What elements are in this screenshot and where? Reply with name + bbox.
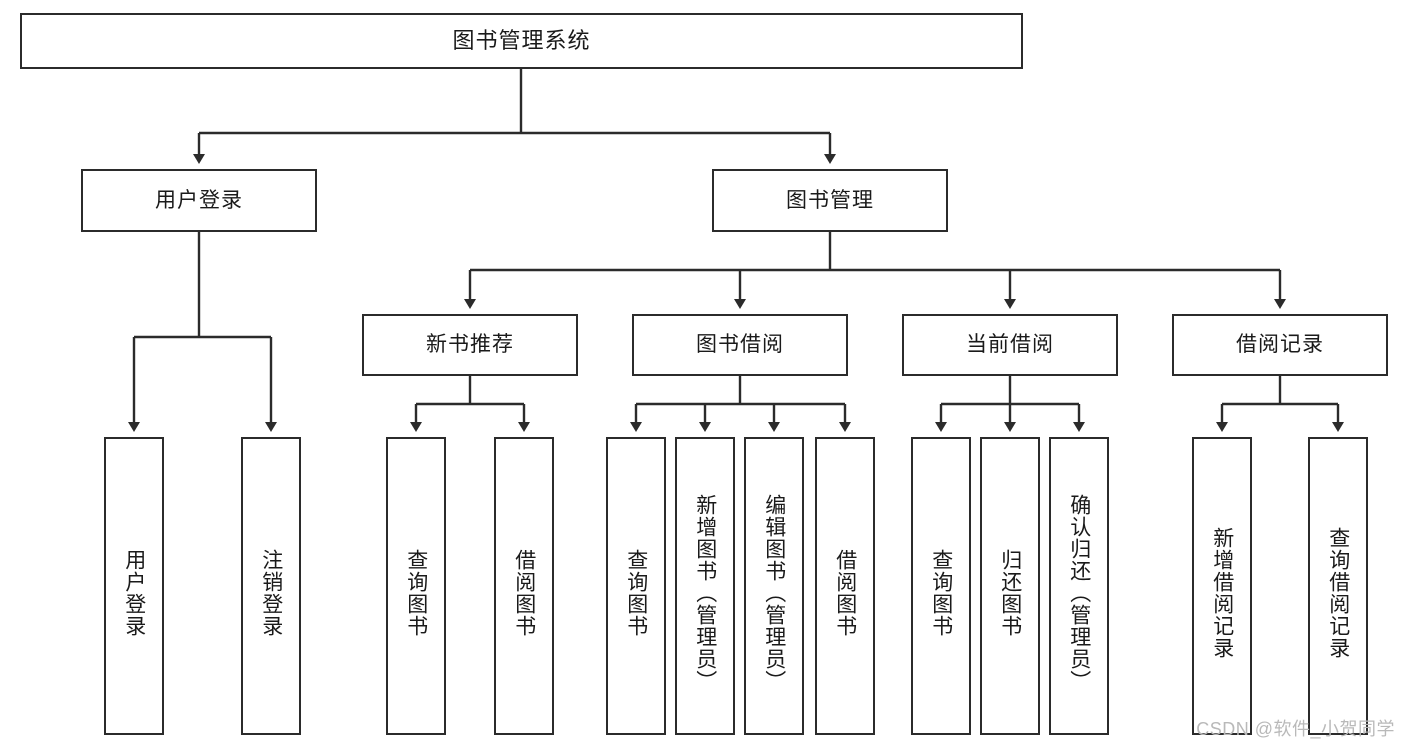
node-leaf-query-book-current[interactable]: 查询图书 (911, 437, 971, 735)
node-label: 用户登录 (155, 188, 243, 212)
node-leaf-borrow-book[interactable]: 借阅图书 (815, 437, 875, 735)
node-label: 查询图书 (404, 549, 428, 637)
node-leaf-borrow-book-recommend[interactable]: 借阅图书 (494, 437, 554, 735)
node-label: 图书管理 (786, 188, 874, 212)
node-label: 借阅图书 (512, 549, 536, 637)
node-label: 当前借阅 (966, 333, 1054, 357)
node-book-management[interactable]: 图书管理 (712, 169, 948, 232)
node-leaf-confirm-return-admin[interactable]: 确认归还（管理员） (1049, 437, 1109, 735)
node-label: 确认归还（管理员） (1067, 494, 1091, 692)
node-leaf-add-book-admin[interactable]: 新增图书（管理员） (675, 437, 735, 735)
node-leaf-logout[interactable]: 注销登录 (241, 437, 301, 735)
node-label: 归还图书 (998, 549, 1022, 637)
node-label: 注销登录 (259, 549, 283, 637)
node-label: 新书推荐 (426, 333, 514, 357)
node-book-borrow[interactable]: 图书借阅 (632, 314, 848, 376)
node-label: 借阅图书 (833, 549, 857, 637)
node-leaf-query-book[interactable]: 查询图书 (606, 437, 666, 735)
node-label: 用户登录 (122, 549, 146, 637)
node-label: 图书借阅 (696, 333, 784, 357)
node-current-borrow[interactable]: 当前借阅 (902, 314, 1118, 376)
node-label: 新增图书（管理员） (693, 494, 717, 692)
node-user-login[interactable]: 用户登录 (81, 169, 317, 232)
node-leaf-edit-book-admin[interactable]: 编辑图书（管理员） (744, 437, 804, 735)
node-leaf-query-book-recommend[interactable]: 查询图书 (386, 437, 446, 735)
node-label: 查询图书 (929, 549, 953, 637)
node-leaf-add-borrow-record[interactable]: 新增借阅记录 (1192, 437, 1252, 735)
node-label: 图书管理系统 (452, 27, 591, 53)
node-root-system[interactable]: 图书管理系统 (20, 13, 1023, 69)
node-label: 编辑图书（管理员） (762, 494, 786, 692)
node-leaf-return-book[interactable]: 归还图书 (980, 437, 1040, 735)
node-label: 借阅记录 (1236, 333, 1324, 357)
node-label: 查询借阅记录 (1326, 527, 1350, 659)
node-leaf-query-borrow-record[interactable]: 查询借阅记录 (1308, 437, 1368, 735)
node-label: 新增借阅记录 (1210, 527, 1234, 659)
node-new-book-recommend[interactable]: 新书推荐 (362, 314, 578, 376)
node-leaf-user-login[interactable]: 用户登录 (104, 437, 164, 735)
node-label: 查询图书 (624, 549, 648, 637)
node-borrow-record[interactable]: 借阅记录 (1172, 314, 1388, 376)
